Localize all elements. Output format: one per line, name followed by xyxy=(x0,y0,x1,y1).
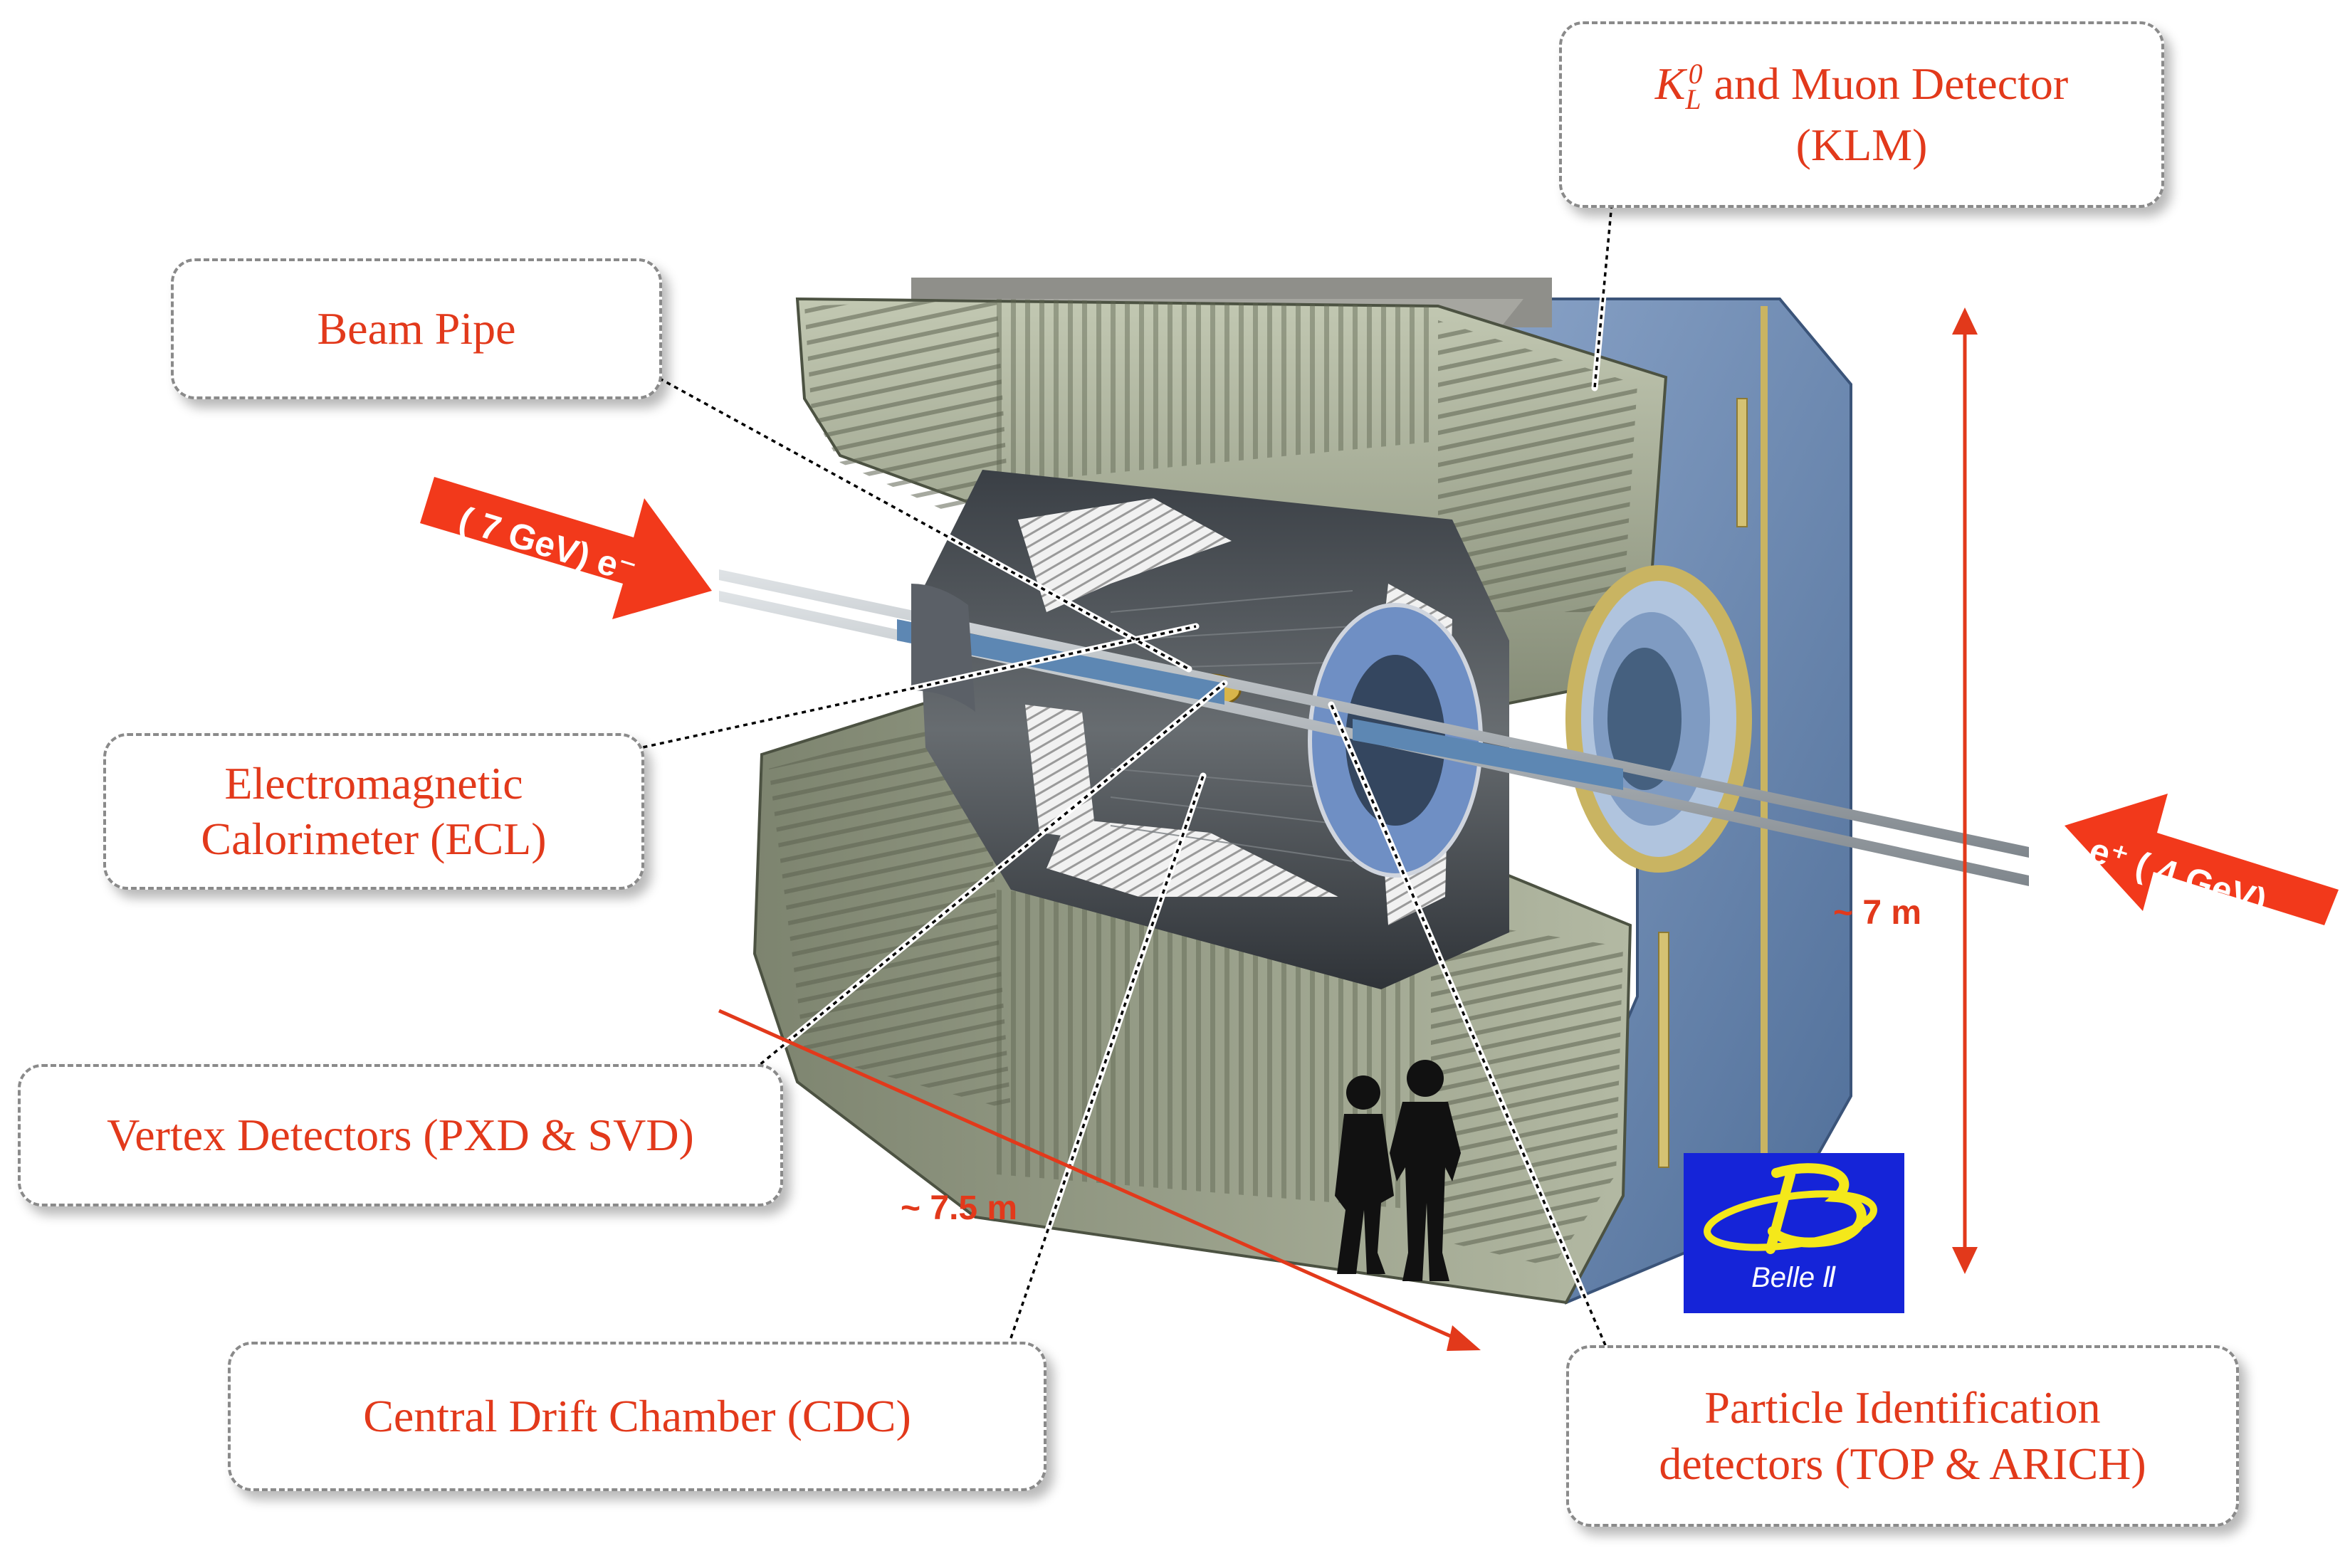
length-arrow xyxy=(718,1009,1481,1351)
length-dimension-label: ~ 7.5 m xyxy=(901,1189,1018,1227)
callout-beam-pipe: Beam Pipe xyxy=(171,258,662,399)
leader-beam-pipe xyxy=(644,369,1190,670)
positron-beam-arrow xyxy=(2065,794,2339,925)
leader-vertex xyxy=(746,682,1226,1076)
callout-cdc: Central Drift Chamber (CDC) xyxy=(228,1342,1046,1491)
height-arrow xyxy=(1952,307,1978,1274)
belle2-logo: Belle Ⅱ xyxy=(1684,1153,1904,1313)
height-dimension-label: ~ 7 m xyxy=(1833,894,1922,932)
callout-pid: Particle Identification detectors (TOP &… xyxy=(1566,1345,2239,1527)
electron-beam-arrow xyxy=(420,477,712,619)
beam-pipes xyxy=(719,569,2029,886)
leader-ecl xyxy=(626,625,1197,752)
leader-klm xyxy=(1593,195,1614,389)
callout-ecl: Electromagnetic Calorimeter (ECL) xyxy=(103,733,644,890)
callout-klm: KL0 and Muon Detector (KLM) xyxy=(1559,21,2164,208)
beam-pipe-label: Beam Pipe xyxy=(317,302,516,354)
pid-label-line2: detectors (TOP & ARICH) xyxy=(1659,1438,2146,1489)
belle2-logo-text: Belle Ⅱ xyxy=(1751,1262,1837,1293)
klm-title: and Muon Detector xyxy=(1702,58,2069,110)
ecl-crystals xyxy=(1018,498,1232,612)
vertex-label: Vertex Detectors (PXD & SVD) xyxy=(107,1109,694,1160)
belle2-b-symbol xyxy=(1704,1163,1877,1254)
cdc-label: Central Drift Chamber (CDC) xyxy=(363,1390,911,1441)
callout-vertex: Vertex Detectors (PXD & SVD) xyxy=(18,1064,783,1206)
people-silhouette xyxy=(1335,1060,1461,1281)
klm-symbol: KL0 xyxy=(1654,58,1703,116)
pid-label-line1: Particle Identification xyxy=(1704,1382,2101,1433)
ecl-label-line1: Electromagnetic xyxy=(224,757,523,809)
ecl-label-line2: Calorimeter (ECL) xyxy=(201,814,547,864)
klm-abbrev: (KLM) xyxy=(1795,119,1928,170)
cdc-wires xyxy=(1110,590,1353,862)
